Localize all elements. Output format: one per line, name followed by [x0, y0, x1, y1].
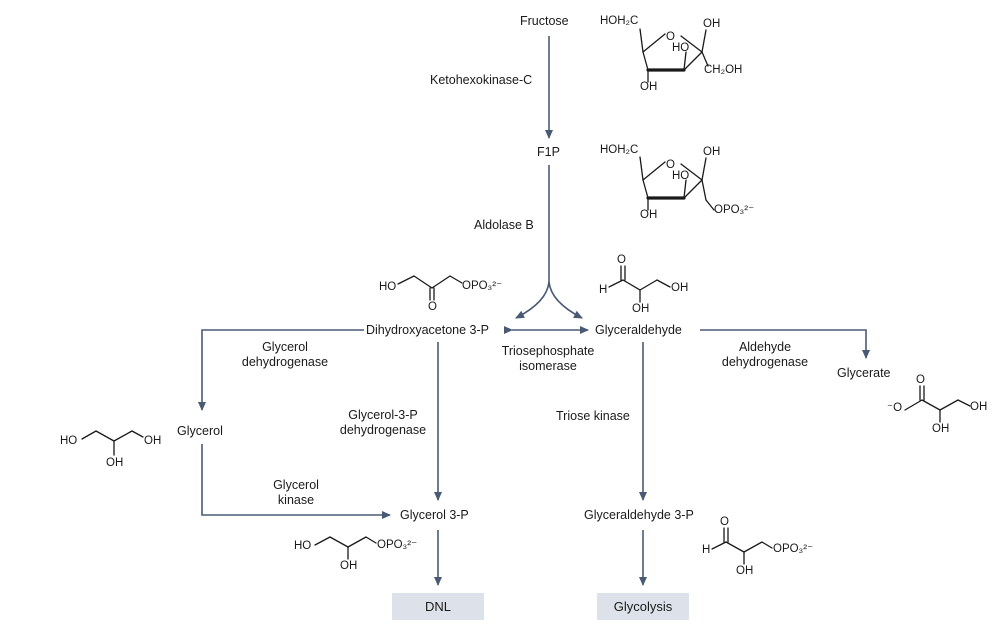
enzyme-g3pdh: Glycerol-3-P dehydrogenase: [328, 408, 438, 438]
enzyme-glycerol-dh-l2: dehydrogenase: [241, 355, 329, 369]
glycerate-atom-o: O: [916, 374, 925, 386]
ga3p-atom-opo3: OPO₃²⁻: [773, 543, 814, 555]
glycerol3p-atom-oh: OH: [340, 560, 358, 572]
enzyme-tpi-l1: Triosephosphate: [501, 344, 595, 358]
node-ga3p: Glyceraldehyde 3-P: [584, 508, 694, 522]
dhap-atom-opo3: OPO₃²⁻: [462, 280, 503, 292]
glycerol3p-atom-ho: HO: [294, 540, 312, 552]
arrow-ga-glycerate: [700, 329, 870, 359]
glyceraldehyde-structure: [608, 265, 671, 303]
f1p-atom-oh-bottom: OH: [640, 209, 658, 221]
f1p-atom-oh-top: OH: [703, 146, 721, 158]
enzyme-glycerol-dh-l1: Glycerol: [262, 340, 308, 354]
node-f1p: F1P: [537, 145, 560, 159]
enzyme-aldh-l1: Aldehyde: [738, 340, 792, 354]
arrow-dhap-glycerol: [198, 329, 364, 411]
ga3p-atom-o: O: [720, 516, 729, 528]
ga-atom-o: O: [617, 254, 626, 266]
enzyme-tpi: Triosephosphate isomerase: [493, 344, 603, 374]
fructose-atom-ho: HO: [672, 42, 690, 54]
enzyme-g3pdh-l2: dehydrogenase: [339, 423, 427, 437]
glycerol3p-structure: [314, 536, 377, 560]
fructose-structure: [639, 28, 709, 83]
enzyme-aldob: Aldolase B: [474, 218, 534, 232]
enzyme-aldh: Aldehyde dehydrogenase: [710, 340, 820, 370]
enzyme-aldh-l2: dehydrogenase: [721, 355, 809, 369]
output-dnl: DNL: [392, 593, 484, 620]
glycerol3p-atom-opo3: OPO₃²⁻: [377, 539, 418, 551]
dhap-atom-o: O: [428, 301, 437, 313]
glycerol-structure: [81, 430, 144, 456]
ga-atom-h: H: [599, 284, 608, 296]
ga3p-atom-oh: OH: [736, 565, 754, 577]
glycerol-atom-oh-right: OH: [144, 435, 162, 447]
fructose-atom-o: O: [666, 31, 675, 43]
dhap-structure: [397, 275, 463, 301]
node-fructose: Fructose: [520, 14, 569, 28]
arrow-glycerol-glycerol3p: [201, 444, 391, 519]
node-glyceraldehyde: Glyceraldehyde: [595, 323, 682, 337]
f1p-atom-opo3: OPO₃²⁻: [714, 204, 755, 216]
ga3p-atom-h: H: [702, 544, 711, 556]
node-glycerol3p: Glycerol 3-P: [400, 508, 469, 522]
node-glycerate: Glycerate: [837, 366, 891, 380]
enzyme-khk: Ketohexokinase-C: [430, 73, 533, 87]
f1p-atom-hoh2c: HOH₂C: [600, 144, 639, 156]
node-glycerol: Glycerol: [177, 424, 223, 438]
fructose-atom-oh-bottom: OH: [640, 81, 658, 93]
enzyme-g3pdh-l1: Glycerol-3-P: [348, 408, 418, 422]
enzyme-glycerol-dh: Glycerol dehydrogenase: [230, 340, 340, 370]
enzyme-glycerol-kinase-l1: Glycerol: [273, 478, 319, 492]
ga-atom-oh-bottom: OH: [632, 303, 650, 315]
node-dhap: Dihydroxyacetone 3-P: [366, 323, 489, 337]
f1p-atom-ho: HO: [672, 170, 690, 182]
fructose-atom-ch2oh: CH₂OH: [704, 64, 743, 76]
glycerate-structure: [904, 385, 971, 423]
glycerate-atom-oh-right: OH: [970, 401, 988, 413]
f1p-structure: [639, 156, 715, 211]
glycerate-atom-oh-bottom: OH: [932, 423, 950, 435]
glycerol-atom-oh-bottom: OH: [106, 457, 124, 469]
dhap-atom-ho: HO: [379, 281, 397, 293]
f1p-atom-o: O: [666, 159, 675, 171]
ga3p-structure: [711, 527, 773, 565]
fructose-atom-oh-top: OH: [703, 18, 721, 30]
enzyme-glycerol-kinase: Glycerol kinase: [256, 478, 336, 508]
enzyme-glycerol-kinase-l2: kinase: [277, 493, 315, 507]
ga-atom-oh-right: OH: [671, 282, 689, 294]
arrow-split-dhap: [515, 281, 550, 319]
glycerate-atom-o-minus: ⁻O: [887, 402, 903, 414]
fructose-atom-hoh2c: HOH₂C: [600, 15, 639, 27]
glycerol-atom-ho: HO: [60, 435, 78, 447]
output-glycolysis: Glycolysis: [597, 593, 689, 620]
arrow-split-glyceraldehyde: [548, 281, 583, 319]
enzyme-triose-kinase: Triose kinase: [556, 409, 630, 423]
enzyme-tpi-l2: isomerase: [519, 359, 577, 373]
